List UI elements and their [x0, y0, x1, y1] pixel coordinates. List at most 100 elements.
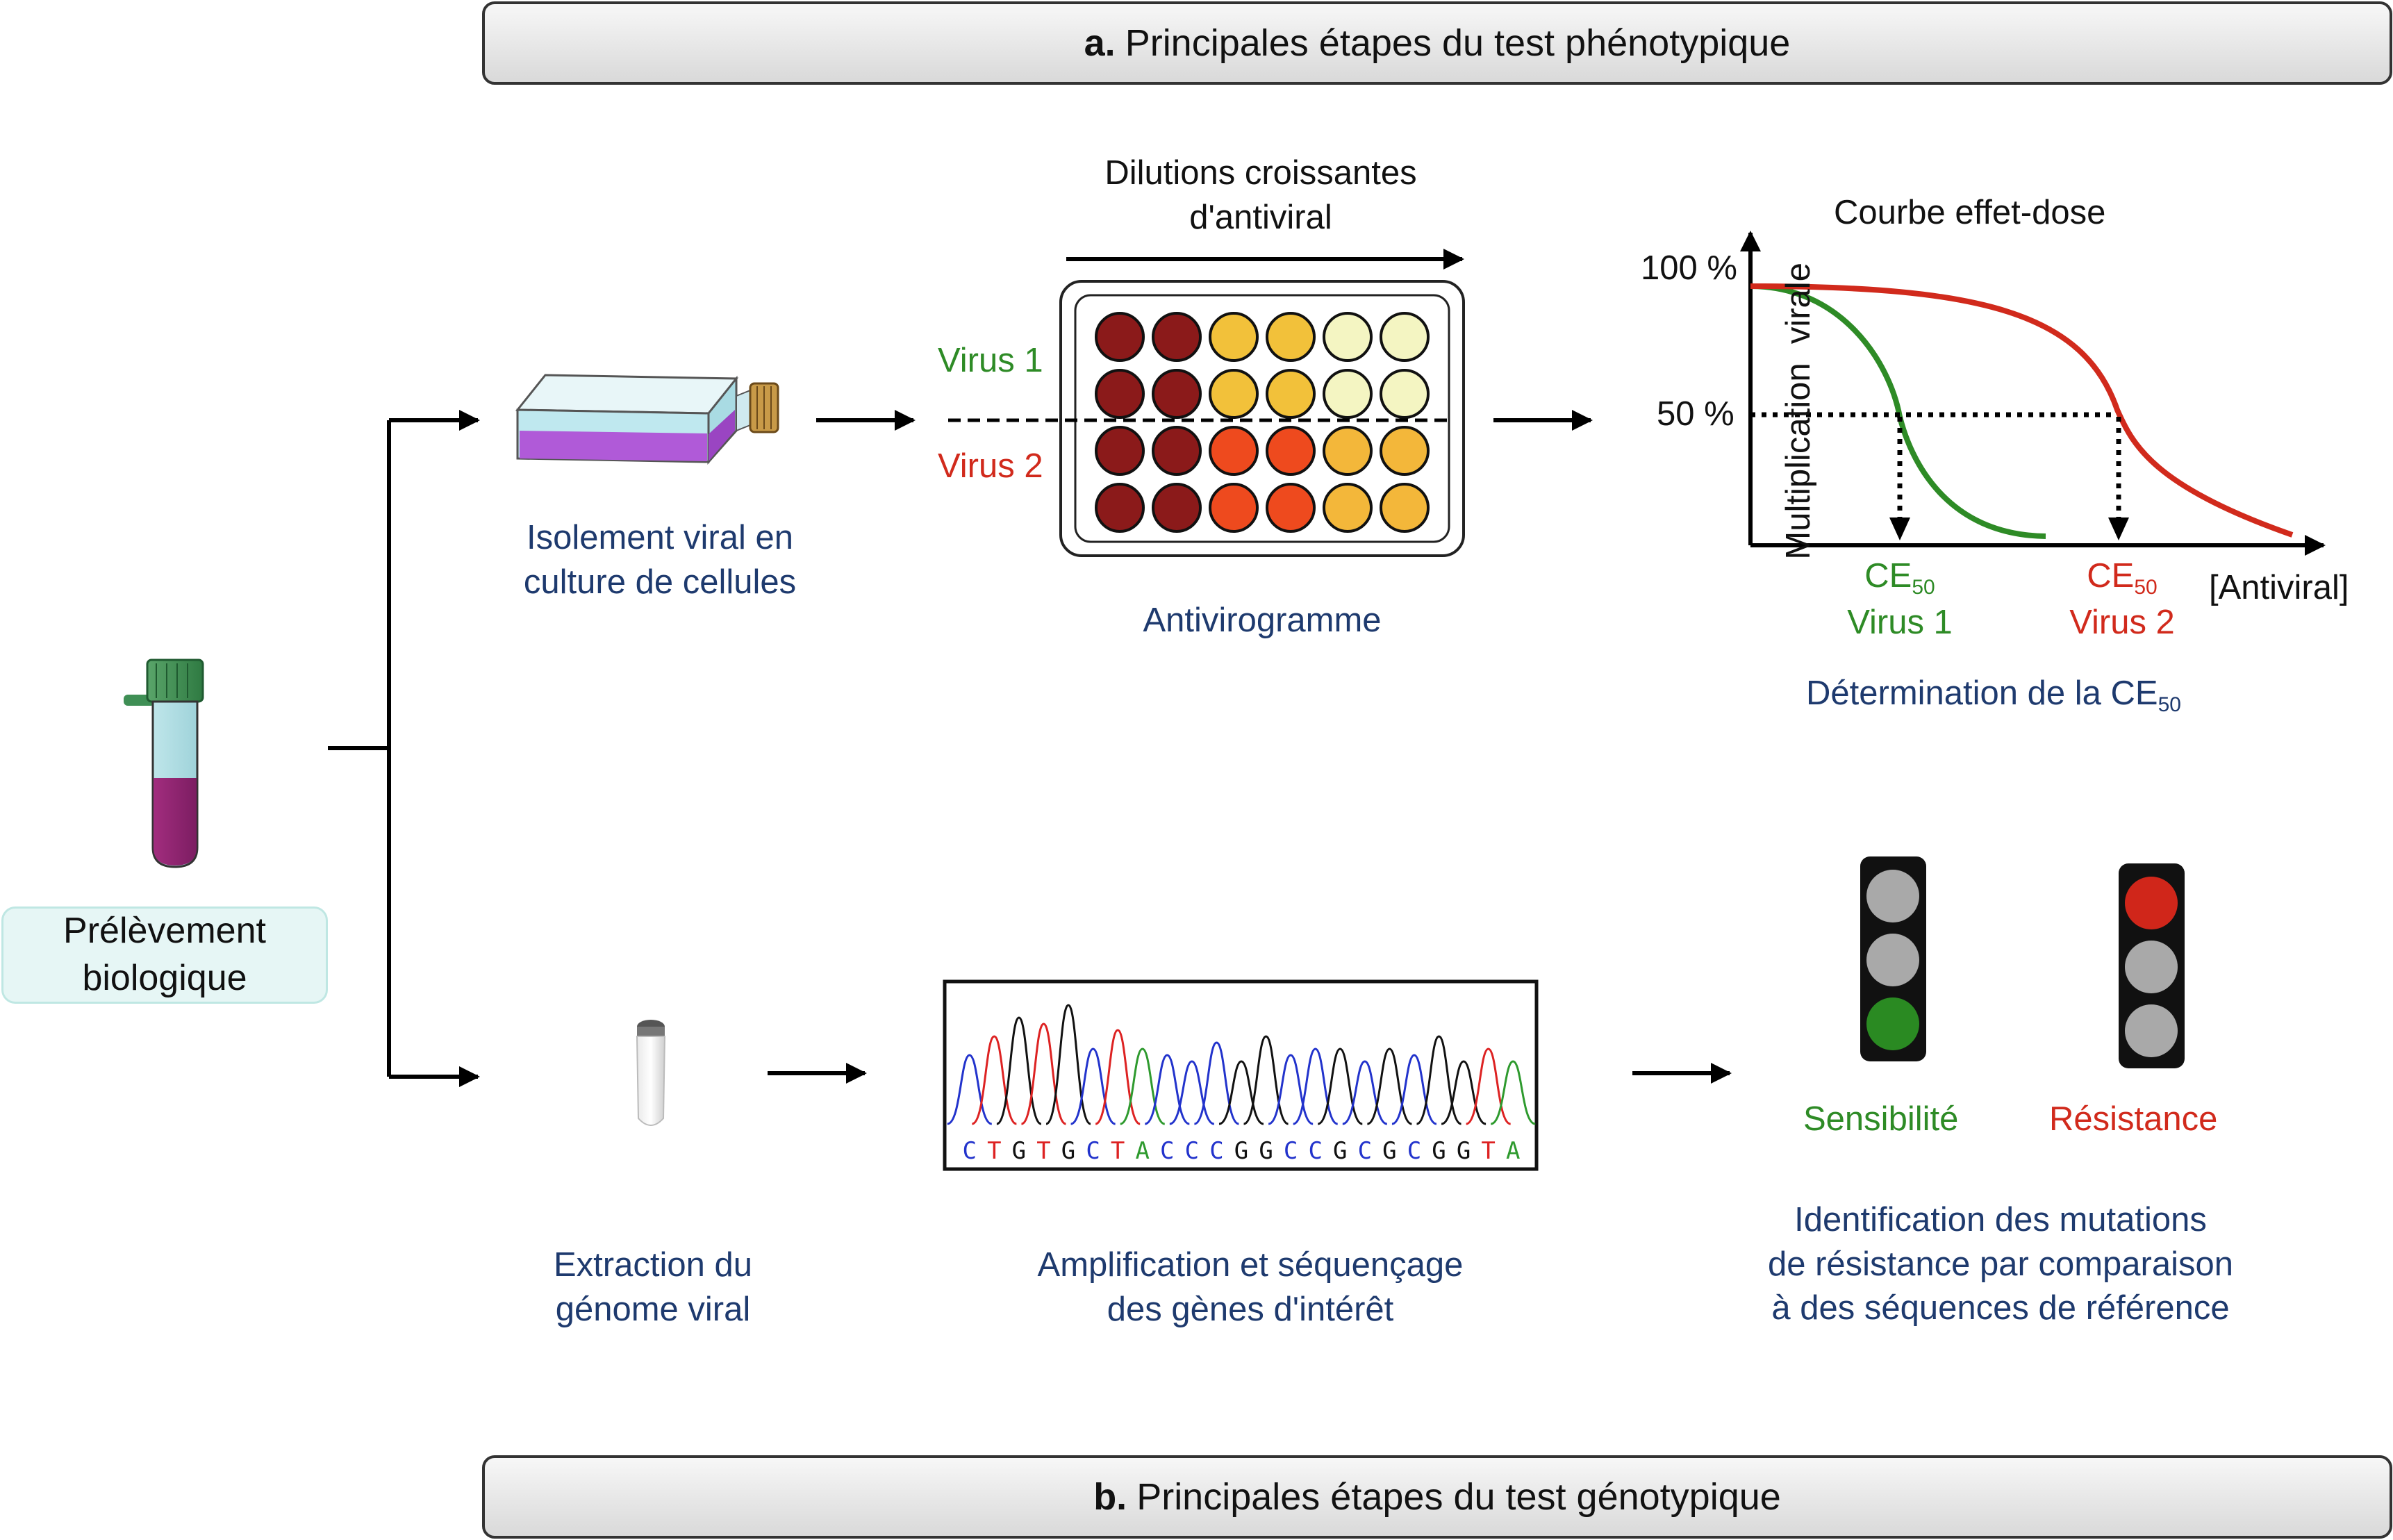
plate-well [1380, 426, 1430, 476]
isolation-label: Isolement viral en culture de cellules [486, 516, 834, 604]
chromatogram-peak [1268, 1054, 1314, 1125]
branch-connector [328, 410, 480, 1087]
sample-label-line1: Prélèvement [63, 911, 266, 952]
sequence-base: G [1259, 1137, 1273, 1165]
dilution-label: Dilutions croissantes d'antiviral [1056, 151, 1466, 240]
antivirogram-label: Antivirogramme [1143, 602, 1382, 639]
plate-well [1152, 312, 1202, 362]
sequence-base: C [963, 1137, 977, 1165]
chromatogram-peak [971, 1035, 1017, 1125]
sequence-base: C [1308, 1137, 1322, 1165]
sample-tube-icon [124, 659, 204, 868]
chromatogram-peak [1391, 1054, 1437, 1125]
identification-label-line1: Identification des mutations [1794, 1201, 2207, 1239]
x-axis-label: [Antiviral] [2209, 569, 2349, 606]
chromatogram-peak [1169, 1060, 1215, 1125]
plate-well [1266, 369, 1316, 419]
banner-phenotypic-prefix: a. [1084, 22, 1116, 64]
amplification-label-line1: Amplification et séquençage [1037, 1246, 1464, 1284]
virus1-label: Virus 1 [938, 342, 1043, 379]
dilution-label-line2: d'antiviral [1189, 198, 1332, 236]
plate-well [1323, 426, 1373, 476]
banner-genotypic-prefix: b. [1093, 1476, 1127, 1518]
sequence-base: T [1481, 1137, 1495, 1165]
sequence-base: C [1358, 1137, 1372, 1165]
resistance-label: Résistance [2049, 1100, 2218, 1138]
extraction-label: Extraction du génome viral [486, 1243, 820, 1332]
sequence-base: A [1135, 1137, 1149, 1165]
sequence-base: T [1036, 1137, 1050, 1165]
culture-flask-icon [515, 374, 779, 465]
chromatogram-peak [1342, 1060, 1388, 1125]
virus2-label: Virus 2 [938, 447, 1043, 485]
sequence-base: G [1432, 1137, 1446, 1165]
isolation-label-line2: culture de cellules [523, 563, 797, 601]
sequence-base: T [987, 1137, 1001, 1165]
chromatogram-peak [1020, 1022, 1067, 1125]
banner-phenotypic: a. Principales étapes du test phénotypiq… [482, 1, 2392, 85]
sequence-base: G [1333, 1137, 1347, 1165]
chromatogram-peak [1366, 1048, 1412, 1125]
sensibility-label: Sensibilité [1803, 1100, 1959, 1138]
sequence-base: T [1111, 1137, 1125, 1165]
sample-label-box: Prélèvement biologique [1, 906, 328, 1004]
ce50-virus1-name: Virus 1 [1847, 604, 1953, 641]
isolation-label-line1: Isolement viral en [526, 519, 793, 556]
chromatogram-peak [1293, 1048, 1339, 1125]
ce50-virus2-name: Virus 2 [2069, 604, 2175, 641]
sequence-base: C [1284, 1137, 1298, 1165]
identification-label-line2: de résistance par comparaison [1767, 1245, 2234, 1283]
identification-label-line3: à des séquences de référence [1771, 1289, 2230, 1327]
plate-well [1095, 369, 1145, 419]
amplification-label-line2: des gènes d'intérêt [1107, 1290, 1394, 1328]
ce50-virus2-label: CE50 Virus 2 [2028, 554, 2216, 645]
sequence-base: G [1234, 1137, 1248, 1165]
sequence-base: C [1185, 1137, 1199, 1165]
amplification-label: Amplification et séquençage des gènes d'… [986, 1243, 1514, 1332]
plate-well [1323, 369, 1373, 419]
sequence-base: G [1457, 1137, 1471, 1165]
chromatogram-peak [947, 1054, 993, 1125]
extraction-tube-icon [636, 1020, 666, 1126]
plate-well [1266, 426, 1316, 476]
plate-well [1209, 426, 1259, 476]
sequence-base: G [1382, 1137, 1396, 1165]
sequence-base: C [1209, 1137, 1223, 1165]
plate-well [1266, 483, 1316, 533]
sequence-base: C [1407, 1137, 1421, 1165]
ce50-virus1-label: CE50 Virus 1 [1806, 554, 1994, 645]
extraction-label-line1: Extraction du [554, 1246, 752, 1284]
tick-50: 50 % [1657, 395, 1734, 433]
chromatogram-peak [1144, 1054, 1190, 1125]
sequence-base: G [1012, 1137, 1026, 1165]
plate-well [1380, 369, 1430, 419]
plate-well [1095, 426, 1145, 476]
sequence-base: C [1086, 1137, 1100, 1165]
chromatogram-peak [996, 1016, 1042, 1125]
plate-well [1323, 312, 1373, 362]
plate-well [1266, 312, 1316, 362]
y-axis-label: Multiplication virale [1780, 263, 1818, 560]
plate-well [1323, 483, 1373, 533]
curve-title: Courbe effet-dose [1834, 194, 2106, 231]
chromatogram-peak [1120, 1048, 1166, 1125]
sequence-base: C [1160, 1137, 1174, 1165]
chromatogram-peak [1441, 1060, 1487, 1125]
plate-well [1209, 312, 1259, 362]
chromatogram-peak [1070, 1048, 1116, 1125]
plate-well [1380, 483, 1430, 533]
sequence-base: A [1506, 1137, 1520, 1165]
plate-well [1209, 483, 1259, 533]
banner-phenotypic-title: Principales étapes du test phénotypique [1125, 22, 1791, 64]
plate-well [1152, 426, 1202, 476]
banner-genotypic-title: Principales étapes du test génotypique [1136, 1476, 1781, 1518]
sample-label-line2: biologique [82, 958, 247, 998]
identification-label: Identification des mutations de résistan… [1723, 1198, 2278, 1331]
antivirogram-plate [948, 280, 1465, 557]
plate-well [1152, 483, 1202, 533]
resistance-traffic-light-icon [2119, 863, 2185, 1068]
plate-well [1095, 483, 1145, 533]
virus2-curve [1750, 283, 2294, 538]
